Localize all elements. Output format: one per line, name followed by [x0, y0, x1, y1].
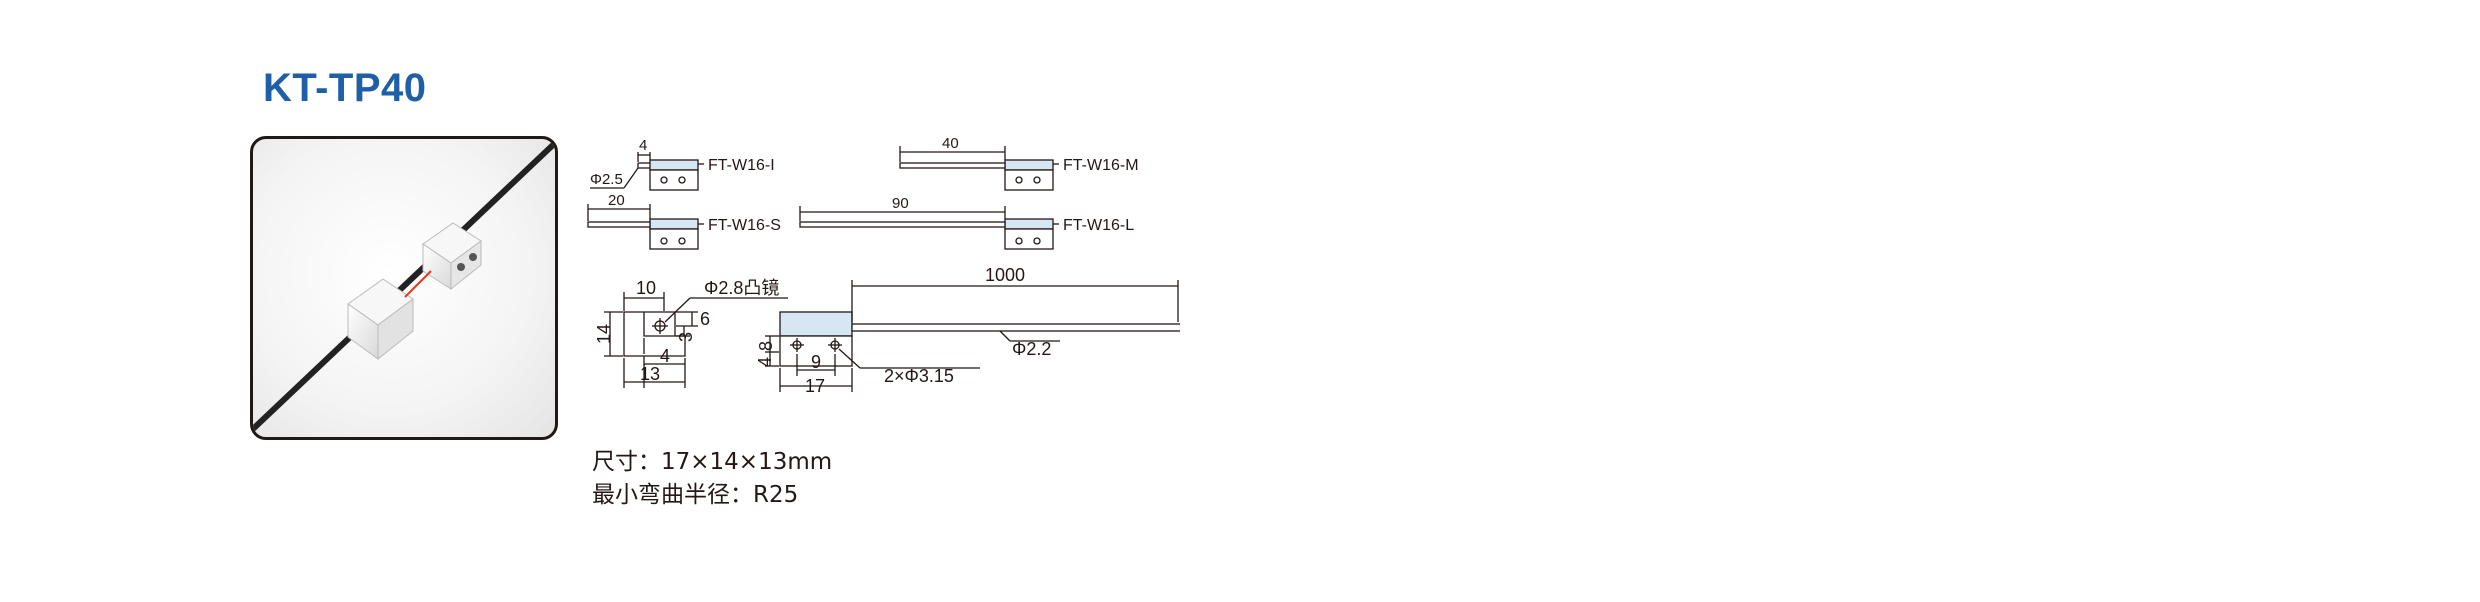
- dim-length-m: 40: [942, 135, 959, 152]
- dim-front-offset: 4: [755, 357, 775, 367]
- sensor-block-upper: [422, 222, 482, 291]
- dim-length-i: 4: [639, 137, 647, 154]
- fiber-cable: [253, 140, 555, 432]
- dim-fiber-diameter: Φ2.2: [1012, 339, 1051, 359]
- dim-front-width: 17: [805, 376, 825, 396]
- dim-lens: Φ2.8凸镜: [704, 278, 779, 298]
- dim-side-depth: 6: [700, 309, 710, 329]
- mount-hole: [457, 263, 465, 271]
- dim-side-inner: 4: [660, 346, 670, 366]
- model-label-l: FT-W16-L: [1063, 217, 1134, 234]
- model-label-m: FT-W16-M: [1063, 157, 1139, 174]
- front-view-drawing: [765, 280, 1180, 392]
- model-label-s: FT-W16-S: [708, 217, 781, 234]
- variant-m-drawing: [899, 146, 1059, 191]
- variant-s-drawing: [587, 204, 704, 250]
- dim-front-height: 8: [756, 341, 776, 351]
- light-beam: [404, 270, 432, 298]
- dim-holes: 2×Φ3.15: [884, 366, 954, 386]
- product-photo: [250, 136, 558, 440]
- dim-side-width: 10: [636, 278, 656, 298]
- dim-side-height: 14: [594, 324, 614, 344]
- variant-l-drawing: [799, 206, 1059, 250]
- dim-fiber-length: 1000: [985, 265, 1025, 285]
- sensor-render: [253, 140, 555, 432]
- dim-side-bottom: 13: [640, 364, 660, 384]
- dim-hole-pitch: 9: [811, 352, 821, 372]
- spec-bend-radius: 最小弯曲半径：R25: [592, 482, 799, 508]
- mount-hole: [469, 253, 477, 261]
- side-view-drawing: [604, 292, 788, 388]
- dim-length-l: 90: [892, 195, 909, 212]
- product-title: KT-TP40: [263, 66, 427, 110]
- spec-size: 尺寸：17×14×13mm: [592, 449, 833, 475]
- dim-diameter-i: Φ2.5: [590, 171, 623, 188]
- variant-i-drawing: [590, 152, 704, 191]
- model-label-i: FT-W16-I: [708, 157, 775, 174]
- technical-drawing: FT-W16-I 4 Φ2.5 FT-W16-M 40 FT-W16-S 20 …: [587, 135, 1180, 396]
- dim-length-s: 20: [608, 192, 625, 209]
- sensor-block-lower: [347, 278, 414, 361]
- dim-side-step: 3: [676, 332, 696, 342]
